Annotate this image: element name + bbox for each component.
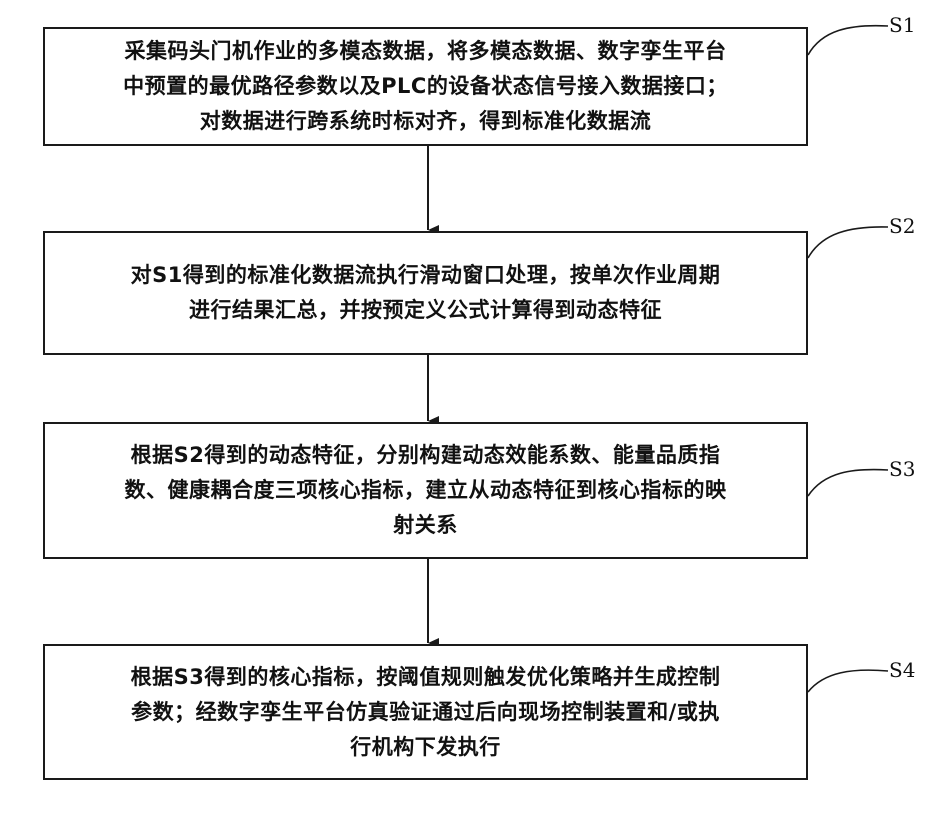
step-text-s4: 根据S3得到的核心指标，按阈值规则触发优化策略并生成控制 参数；经数字孪生平台仿…: [121, 660, 731, 765]
leader-line-s2: [808, 227, 888, 258]
step-label-s1: S1: [889, 15, 915, 35]
step-box-s2: 对S1得到的标准化数据流执行滑动窗口处理，按单次作业周期 进行结果汇总，并按预定…: [43, 231, 808, 355]
step-label-s2: S2: [889, 216, 915, 236]
step-box-s4: 根据S3得到的核心指标，按阈值规则触发优化策略并生成控制 参数；经数字孪生平台仿…: [43, 644, 808, 780]
step-text-s2: 对S1得到的标准化数据流执行滑动窗口处理，按单次作业周期 进行结果汇总，并按预定…: [121, 258, 731, 328]
leader-line-s1: [808, 26, 888, 55]
step-text-s3: 根据S2得到的动态特征，分别构建动态效能系数、能量品质指 数、健康耦合度三项核心…: [115, 438, 737, 543]
step-label-s3: S3: [889, 459, 915, 479]
step-box-s3: 根据S2得到的动态特征，分别构建动态效能系数、能量品质指 数、健康耦合度三项核心…: [43, 422, 808, 559]
step-label-s4: S4: [889, 660, 915, 680]
step-text-s1: 采集码头门机作业的多模态数据，将多模态数据、数字孪生平台 中预置的最优路径参数以…: [113, 34, 738, 139]
step-box-s1: 采集码头门机作业的多模态数据，将多模态数据、数字孪生平台 中预置的最优路径参数以…: [43, 27, 808, 146]
leader-line-s3: [808, 470, 888, 496]
leader-line-s4: [808, 670, 888, 692]
